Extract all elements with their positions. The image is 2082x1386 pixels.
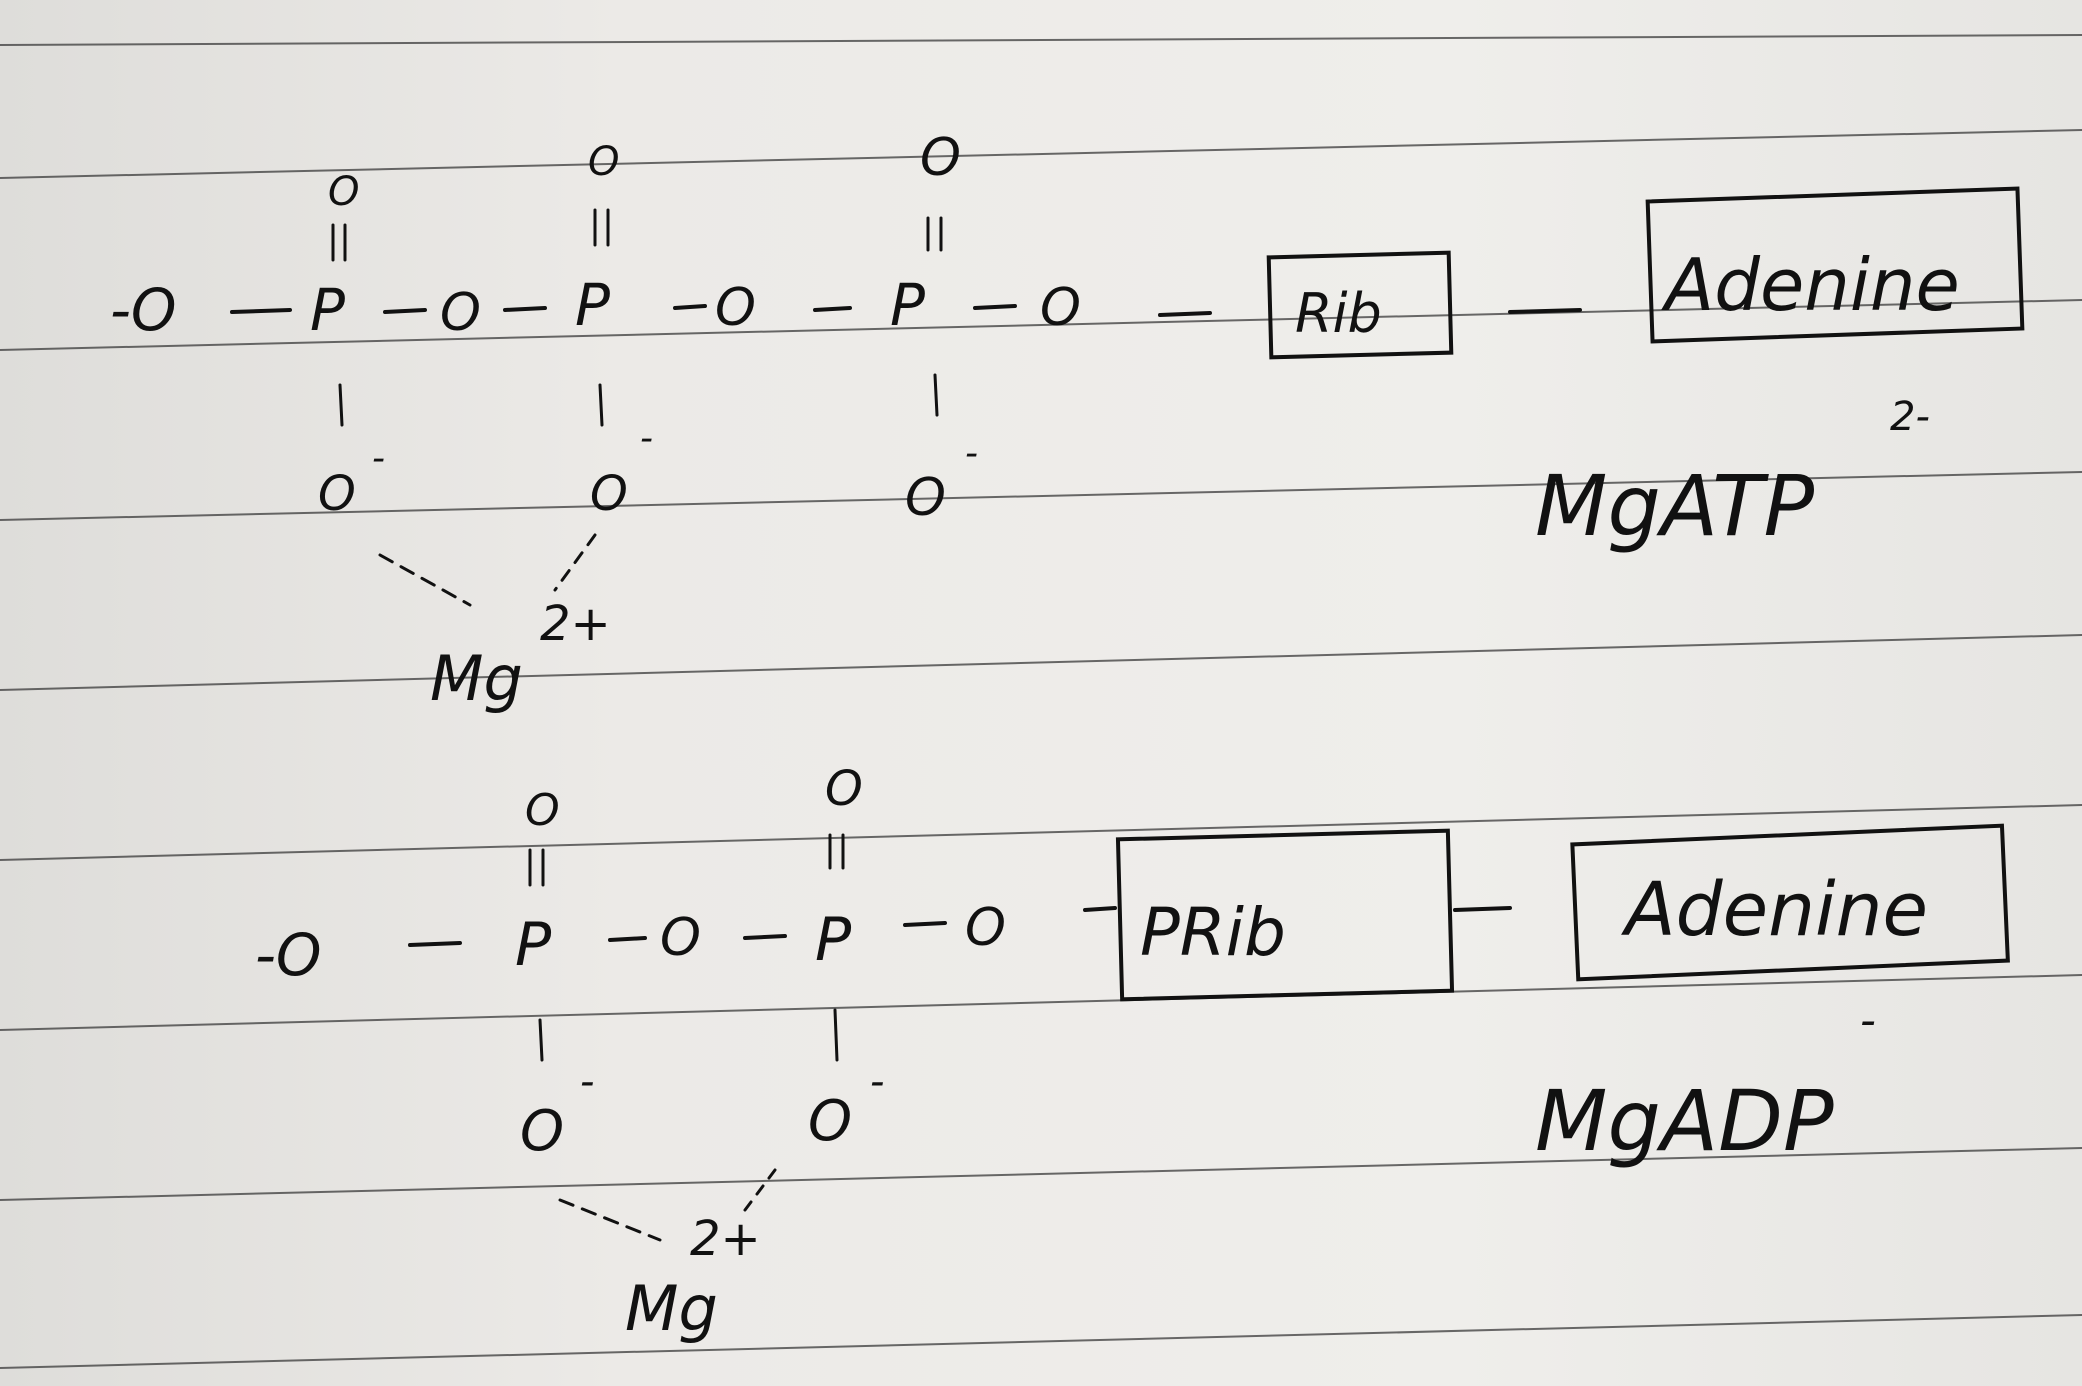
bond xyxy=(383,308,427,314)
single-bond xyxy=(833,1008,839,1062)
anionic-oxygen: O xyxy=(590,466,628,522)
bridge-oxygen: O xyxy=(1040,278,1081,338)
bond xyxy=(903,921,947,927)
ruled-line xyxy=(0,1147,2082,1201)
bond xyxy=(608,936,647,942)
bridge-oxygen: O xyxy=(440,283,481,343)
oxygen-charge: - xyxy=(870,1059,884,1105)
oxygen-charge: - xyxy=(965,433,978,474)
double-bond-oxygen: O xyxy=(825,761,863,817)
ruled-line xyxy=(0,1314,2082,1369)
ruled-line xyxy=(0,34,2082,46)
phosphorus-alpha: P xyxy=(890,271,925,339)
coordination-line xyxy=(553,533,597,592)
single-bond xyxy=(598,383,604,427)
anionic-oxygen: O xyxy=(905,468,946,528)
phosphorus-alpha: P xyxy=(815,905,852,975)
magnesium-ion: Mg xyxy=(430,642,523,715)
bond xyxy=(973,304,1017,310)
bond xyxy=(408,941,462,947)
anionic-oxygen: O xyxy=(520,1099,564,1164)
oxygen-charge: - xyxy=(580,1059,594,1105)
magnesium-charge: 2+ xyxy=(690,1211,761,1267)
adenine-label: Adenine xyxy=(1661,243,1960,327)
bridge-oxygen: O xyxy=(965,898,1006,958)
double-bond-oxygen: O xyxy=(525,785,560,836)
adenine-box xyxy=(1645,186,2025,344)
mgadp-label: MgADP xyxy=(1535,1072,1834,1170)
ribose-box xyxy=(1115,828,1455,1002)
ribose-box xyxy=(1266,250,1454,360)
ribose-label: PRib xyxy=(1140,894,1286,971)
anionic-oxygen: O xyxy=(318,466,356,522)
oxygen-charge: - xyxy=(372,438,385,479)
ruled-line xyxy=(0,634,2082,691)
double-bond-oxygen: O xyxy=(588,139,619,185)
double-bond-oxygen: O xyxy=(920,128,961,188)
double-bond-oxygen: O xyxy=(328,169,359,215)
ruled-line xyxy=(0,804,2082,861)
bond xyxy=(1508,308,1582,314)
ruled-line xyxy=(0,471,2082,521)
bond xyxy=(813,306,852,312)
ribose-label: Rib xyxy=(1295,282,1382,345)
bond xyxy=(1083,906,1117,912)
single-bond xyxy=(933,373,939,417)
bond xyxy=(1453,906,1512,912)
single-bond xyxy=(538,1018,544,1062)
bond xyxy=(1158,311,1212,317)
adenine-label: Adenine xyxy=(1621,867,1928,953)
bridge-oxygen: O xyxy=(715,278,756,338)
ruled-line xyxy=(0,129,2082,179)
mgatp-charge: 2- xyxy=(1890,394,1930,440)
bond xyxy=(503,306,547,312)
phosphorus-beta: P xyxy=(515,910,552,980)
terminal-oxygen: -O xyxy=(110,276,177,344)
terminal-oxygen: -O xyxy=(255,921,322,989)
mgatp-label: MgATP xyxy=(1535,457,1814,555)
mgadp-structure: -O P O P O O O O - O - Mg 2+ PRib Adenin… xyxy=(255,761,2010,1345)
oxygen-charge: - xyxy=(640,418,653,459)
ruled-line xyxy=(0,299,2082,351)
magnesium-ion: Mg xyxy=(625,1272,718,1345)
phosphorus-beta: P xyxy=(575,271,610,339)
bond xyxy=(230,308,292,314)
phosphorus-gamma: P xyxy=(310,276,345,344)
coordination-line xyxy=(378,553,472,607)
bond xyxy=(743,934,787,940)
magnesium-charge: 2+ xyxy=(540,596,611,652)
coordination-line xyxy=(743,1168,777,1212)
mgadp-charge: - xyxy=(1860,995,1876,1046)
anionic-oxygen: O xyxy=(808,1089,852,1154)
single-bond xyxy=(338,383,344,427)
mgatp-structure: -O P O P O P O O O O O - O - O - xyxy=(110,128,2025,715)
coordination-line xyxy=(558,1198,662,1242)
adenine-box xyxy=(1570,823,2010,982)
bond xyxy=(673,304,707,310)
ruled-lines xyxy=(0,34,2082,1369)
ruled-line xyxy=(0,974,2082,1031)
bridge-oxygen: O xyxy=(660,908,701,968)
